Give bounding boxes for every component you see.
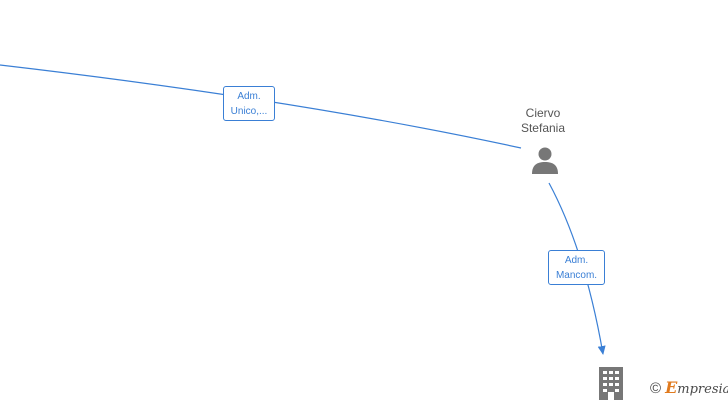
empresia-watermark: ©Empresia xyxy=(650,378,728,400)
edge-label-admin-unico[interactable]: Adm. Unico,... xyxy=(223,86,275,121)
person-icon[interactable] xyxy=(530,145,560,175)
edge-label-line2: Unico,... xyxy=(230,106,268,117)
person-name-first: Ciervo xyxy=(525,106,561,120)
edge-label-line2: Mancom. xyxy=(555,270,598,281)
person-name-second: Stefania xyxy=(520,121,566,135)
edge-label-line1: Adm. xyxy=(564,255,589,266)
empresia-logo-initial: E xyxy=(665,378,678,397)
building-icon[interactable] xyxy=(596,366,626,400)
edge-line-admin-unico xyxy=(0,64,522,149)
copyright-symbol: © xyxy=(650,380,662,397)
empresia-logo-text: mpresia xyxy=(677,382,728,397)
person-node-name[interactable]: Ciervo Stefania xyxy=(503,106,583,136)
edge-label-line1: Adm. xyxy=(237,91,261,102)
edge-label-admin-mancom[interactable]: Adm. Mancom. xyxy=(548,250,605,285)
